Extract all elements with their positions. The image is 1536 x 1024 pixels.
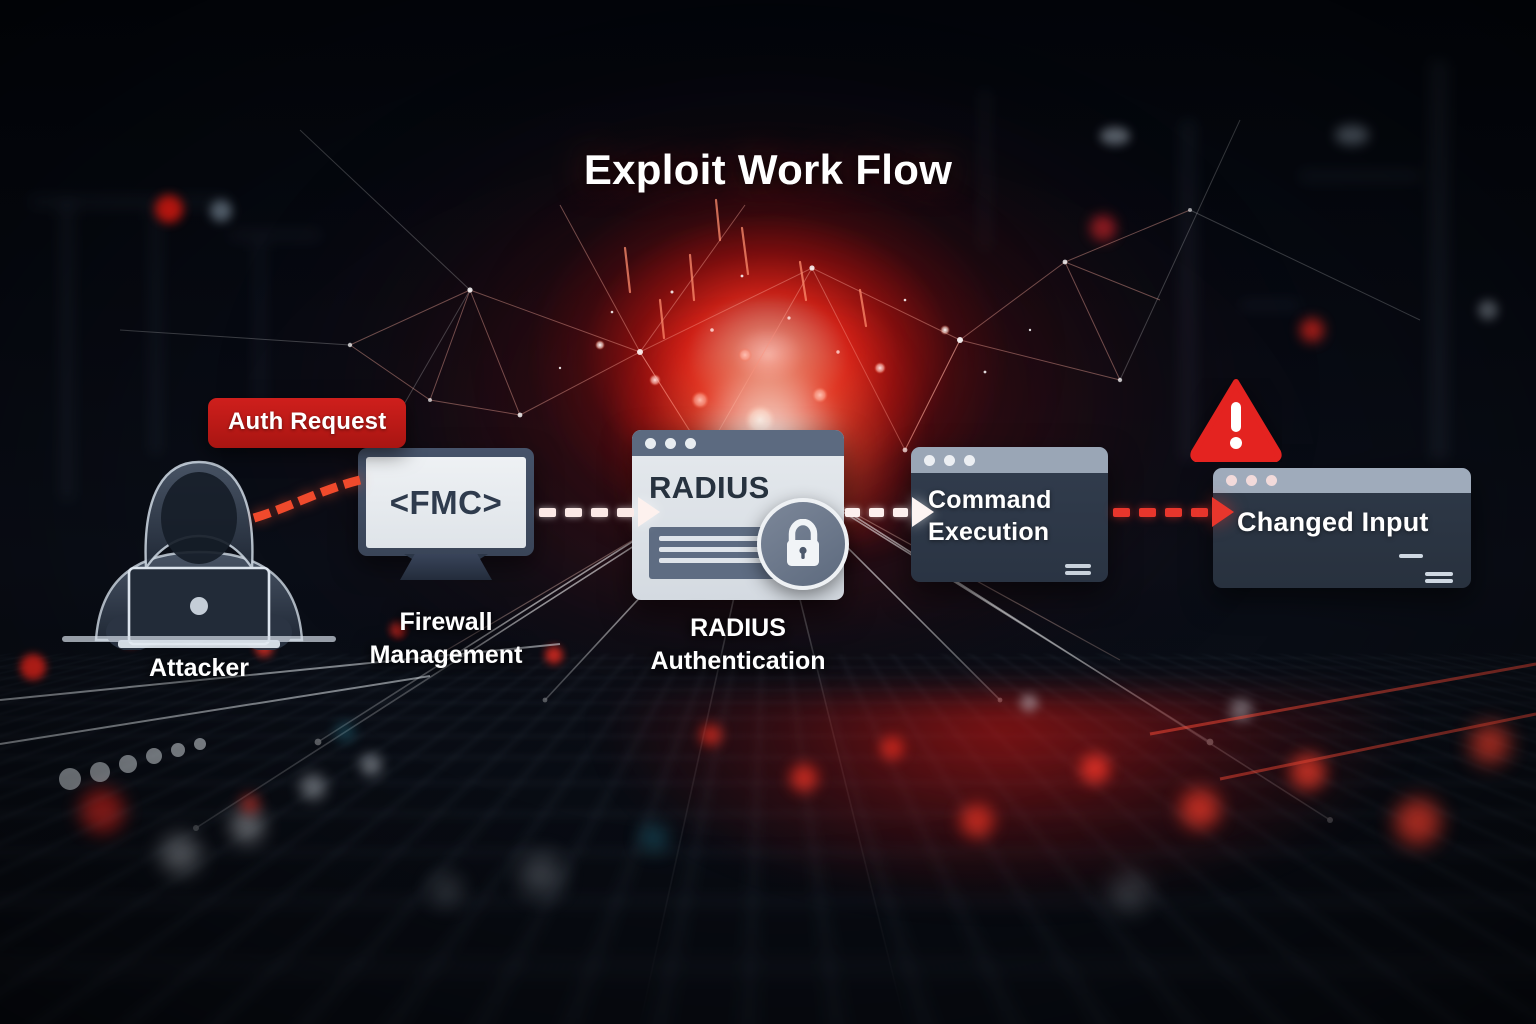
radius-caption: RADIUS Authentication — [651, 612, 826, 678]
changed-window-titlebar — [1213, 468, 1471, 493]
page-title: Exploit Work Flow — [583, 146, 953, 193]
window-dot-maximize-icon[interactable] — [1266, 475, 1277, 486]
node-firewall-management[interactable]: <FMC> Firewall Management — [358, 448, 534, 669]
window-dot-maximize-icon[interactable] — [964, 454, 975, 466]
padlock-glyph — [787, 519, 819, 566]
arrow-fmc-to-radius — [539, 497, 660, 527]
radius-caption-line2: Authentication — [650, 647, 826, 675]
auth-request-badge[interactable]: Auth Request — [208, 398, 407, 448]
window-dot-minimize-icon[interactable] — [1246, 475, 1257, 486]
changed-decoration-line-b — [1425, 572, 1453, 576]
fmc-caption-line2: Management — [369, 641, 523, 669]
arrow-radius-to-cmdexec — [845, 497, 934, 527]
arrow-cmdexec-to-changed-input — [1113, 497, 1234, 527]
cmdexec-line1: Command — [928, 486, 1052, 514]
cmdexec-line2: Execution — [928, 518, 1050, 546]
window-dot-minimize-icon[interactable] — [665, 437, 676, 449]
changed-input-window: Changed Input — [1213, 468, 1471, 588]
fmc-caption: Firewall Management — [370, 606, 523, 672]
window-dot-close-icon[interactable] — [924, 454, 935, 466]
fmc-caption-line1: Firewall — [399, 608, 493, 636]
monitor-neck — [400, 554, 492, 580]
radius-caption-line1: RADIUS — [690, 614, 786, 642]
monitor-icon: <FMC> — [358, 448, 534, 556]
command-execution-window: Command Execution — [911, 447, 1108, 582]
window-dot-maximize-icon[interactable] — [685, 437, 696, 449]
padlock-icon — [757, 498, 849, 590]
changed-decoration-line-a — [1399, 554, 1423, 558]
auth-request-curve-arrow — [252, 475, 362, 523]
node-changed-input[interactable]: Changed Input — [1213, 468, 1471, 588]
fmc-screen-text: <FMC> — [366, 457, 526, 548]
cmdexec-window-titlebar — [911, 447, 1108, 473]
warning-triangle-icon — [1190, 378, 1282, 463]
cmdexec-text: Command Execution — [911, 473, 1108, 548]
content-line — [659, 558, 775, 563]
radius-window-titlebar — [632, 430, 844, 456]
cmdexec-decoration-lines — [1065, 564, 1091, 568]
window-dot-close-icon[interactable] — [645, 437, 656, 449]
node-command-execution[interactable]: Command Execution — [911, 447, 1108, 582]
attacker-caption: Attacker — [148, 654, 250, 682]
window-dot-minimize-icon[interactable] — [944, 454, 955, 466]
changed-input-text: Changed Input — [1237, 507, 1429, 537]
warning-triangle-glyph — [1190, 379, 1282, 463]
window-dot-close-icon[interactable] — [1226, 475, 1237, 486]
node-radius-authentication[interactable]: RADIUS RADIUS Authentication — [632, 430, 849, 675]
